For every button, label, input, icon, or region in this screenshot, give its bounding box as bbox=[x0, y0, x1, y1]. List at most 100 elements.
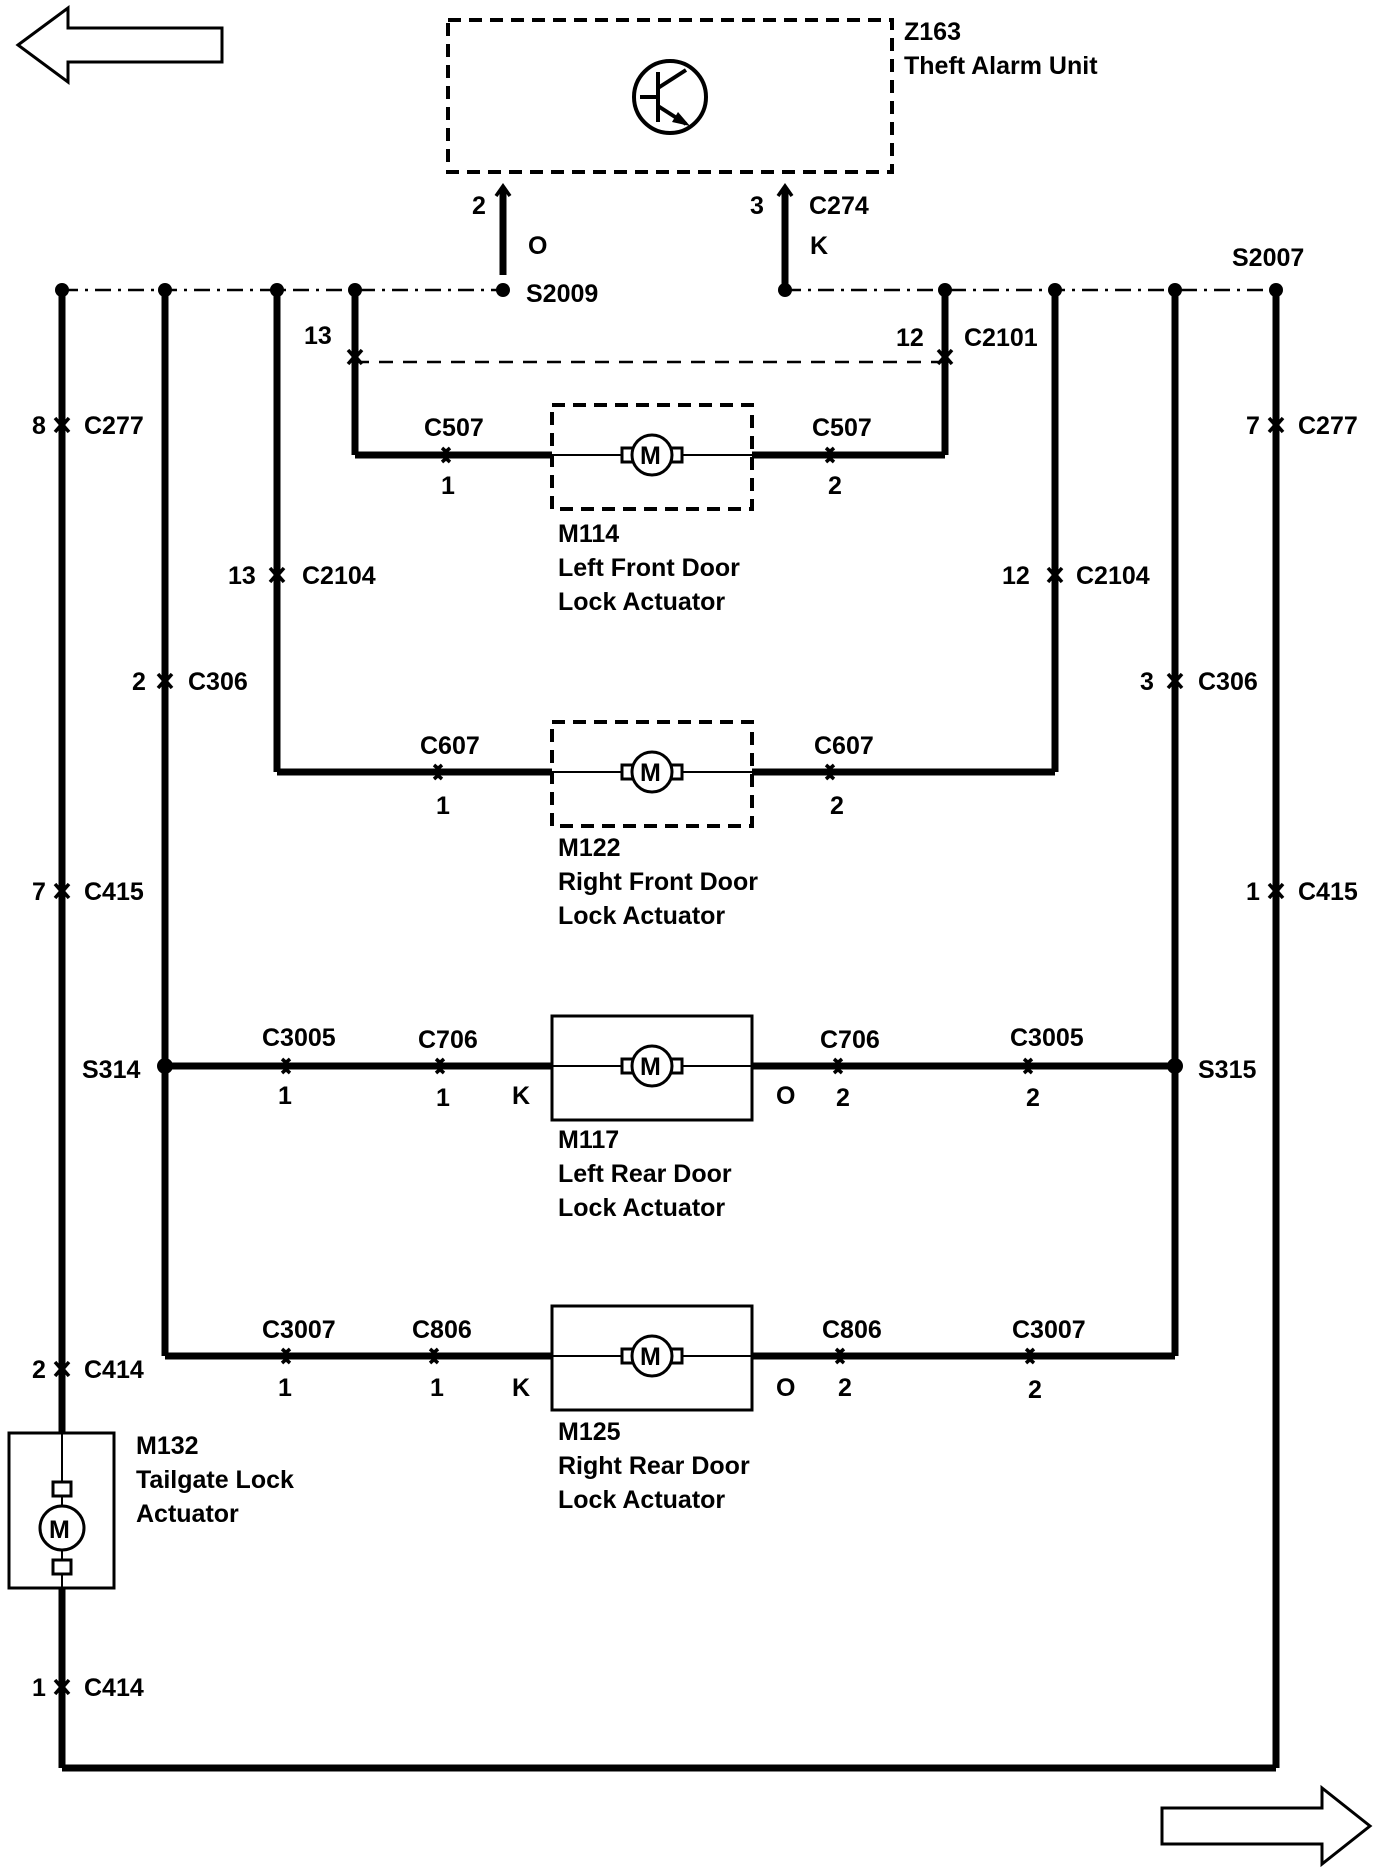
wire-color-black-top: K bbox=[810, 232, 828, 260]
m125-ref: M125 bbox=[558, 1418, 621, 1446]
c277-left-label: C277 bbox=[84, 412, 144, 440]
c806-left-pin: 1 bbox=[430, 1374, 444, 1402]
wire-color-black-m125: K bbox=[512, 1374, 530, 1402]
c414-top-label: C414 bbox=[84, 1356, 144, 1384]
m132-line2: Actuator bbox=[136, 1500, 239, 1528]
c2101-pin-12: 12 bbox=[896, 324, 924, 352]
c415-right-label: C415 bbox=[1298, 878, 1358, 906]
motor-m132-symbol: M bbox=[49, 1516, 70, 1544]
left-rear-door-lock-actuator: S314 S315 M C3005 1 C706 1 K O C706 2 C3… bbox=[82, 1014, 1256, 1222]
motor-m132-icon: M bbox=[38, 1480, 86, 1576]
wire-color-orange-top: O bbox=[528, 232, 547, 260]
wire-color-orange-m117: O bbox=[776, 1082, 795, 1110]
c2104-right-label: C2104 bbox=[1076, 562, 1150, 590]
c3007-left-label: C3007 bbox=[262, 1316, 336, 1344]
next-page-arrow-icon[interactable] bbox=[1160, 1784, 1373, 1868]
c507-right-pin: 2 bbox=[828, 472, 842, 500]
c607-left-pin: 1 bbox=[436, 792, 450, 820]
m117-line2: Lock Actuator bbox=[558, 1194, 725, 1222]
outer-loop bbox=[58, 290, 1280, 1772]
splice-s314-dot bbox=[157, 1058, 173, 1074]
c706-left-pin: 1 bbox=[436, 1084, 450, 1112]
motor-m122-icon: M bbox=[620, 750, 684, 794]
splice-s314: S314 bbox=[82, 1056, 140, 1084]
m122-ref: M122 bbox=[558, 834, 621, 862]
c706-right-label: C706 bbox=[820, 1026, 880, 1054]
c2104-left-label: C2104 bbox=[302, 562, 376, 590]
m122-line2: Lock Actuator bbox=[558, 902, 725, 930]
c414-bottom-pin: 1 bbox=[32, 1674, 46, 1702]
c507-right-label: C507 bbox=[812, 414, 872, 442]
c414-top-pin: 2 bbox=[32, 1356, 46, 1384]
c607-right-pin: 2 bbox=[830, 792, 844, 820]
c3007-left-pin: 1 bbox=[278, 1374, 292, 1402]
c706-right-pin: 2 bbox=[836, 1084, 850, 1112]
c277-right-label: C277 bbox=[1298, 412, 1358, 440]
z163-ref: Z163 bbox=[904, 18, 961, 46]
m125-line1: Right Rear Door bbox=[558, 1452, 750, 1480]
m122-line1: Right Front Door bbox=[558, 868, 758, 896]
c607-left-label: C607 bbox=[420, 732, 480, 760]
c806-right-pin: 2 bbox=[838, 1374, 852, 1402]
m132-ref: M132 bbox=[136, 1432, 199, 1460]
c274-pin-2: 2 bbox=[472, 192, 486, 220]
c277-left-pin: 8 bbox=[32, 412, 46, 440]
tailgate-lock-actuator: M M132 Tailgate Lock Actuator bbox=[7, 1431, 294, 1590]
right-front-door-lock-actuator: M C607 1 C607 2 M122 Right Front Door Lo… bbox=[277, 720, 1055, 930]
c415-left-pin: 7 bbox=[32, 878, 46, 906]
splice-s315-dot bbox=[1167, 1058, 1183, 1074]
c306-left-label: C306 bbox=[188, 668, 248, 696]
wire-color-black-m117: K bbox=[512, 1082, 530, 1110]
motor-m117-symbol: M bbox=[640, 1053, 661, 1081]
splice-s2007: S2007 bbox=[1232, 244, 1304, 272]
c2101-label: C2101 bbox=[964, 324, 1038, 352]
c2101-pin-13: 13 bbox=[304, 322, 332, 350]
c607-right-label: C607 bbox=[814, 732, 874, 760]
theft-alarm-unit: Z163 Theft Alarm Unit bbox=[446, 18, 1098, 174]
c306-right-label: C306 bbox=[1198, 668, 1258, 696]
m117-line1: Left Rear Door bbox=[558, 1160, 732, 1188]
c3007-right-pin: 2 bbox=[1028, 1376, 1042, 1404]
m114-ref: M114 bbox=[558, 520, 619, 548]
motor-m122-symbol: M bbox=[640, 759, 661, 787]
motor-m125-symbol: M bbox=[640, 1343, 661, 1371]
z163-name: Theft Alarm Unit bbox=[904, 52, 1098, 80]
c277-right-pin: 7 bbox=[1246, 412, 1260, 440]
c415-right-pin: 1 bbox=[1246, 878, 1260, 906]
connector-c274: 2 3 C274 O K bbox=[472, 182, 869, 290]
c3007-right-label: C3007 bbox=[1012, 1316, 1086, 1344]
right-rear-door-lock-actuator: M C3007 1 C806 1 K O C806 2 C3007 2 M125… bbox=[165, 1304, 1175, 1514]
motor-m117-icon: M bbox=[620, 1044, 684, 1088]
c706-left-label: C706 bbox=[418, 1026, 478, 1054]
previous-page-arrow-icon[interactable] bbox=[15, 5, 224, 85]
left-front-loop: 13 12 C2101 bbox=[304, 290, 1038, 455]
motor-m114-icon: M bbox=[620, 433, 684, 477]
motor-m125-icon: M bbox=[620, 1334, 684, 1378]
c806-right-label: C806 bbox=[822, 1316, 882, 1344]
rear-loop: 2 C306 3 C306 bbox=[132, 290, 1258, 1356]
m132-line1: Tailgate Lock bbox=[136, 1466, 294, 1494]
c414-bottom-label: C414 bbox=[84, 1674, 144, 1702]
transistor-icon bbox=[632, 59, 708, 135]
splice-s2009-dot bbox=[496, 283, 510, 297]
c3005-left-label: C3005 bbox=[262, 1024, 336, 1052]
m114-line1: Left Front Door bbox=[558, 554, 740, 582]
top-bus: S2009 S2007 bbox=[55, 244, 1304, 308]
c507-left-pin: 1 bbox=[441, 472, 455, 500]
c2104-left-pin: 13 bbox=[228, 562, 256, 590]
m125-line2: Lock Actuator bbox=[558, 1486, 725, 1514]
m114-line2: Lock Actuator bbox=[558, 588, 725, 616]
wire-color-orange-m125: O bbox=[776, 1374, 795, 1402]
c274-label: C274 bbox=[809, 192, 869, 220]
c274-pin-3: 3 bbox=[750, 192, 764, 220]
m117-ref: M117 bbox=[558, 1126, 619, 1154]
c3005-right-pin: 2 bbox=[1026, 1084, 1040, 1112]
c306-left-pin: 2 bbox=[132, 668, 146, 696]
splice-s315: S315 bbox=[1198, 1056, 1256, 1084]
connectors-outer: 8 C277 7 C277 7 C415 1 C415 2 C414 1 C41… bbox=[32, 412, 1358, 1702]
left-front-door-lock-actuator: M C507 1 C507 2 M114 Left Front Door Loc… bbox=[355, 403, 945, 616]
motor-m114-symbol: M bbox=[640, 442, 661, 470]
c3005-right-label: C3005 bbox=[1010, 1024, 1084, 1052]
splice-s2009: S2009 bbox=[526, 280, 598, 308]
